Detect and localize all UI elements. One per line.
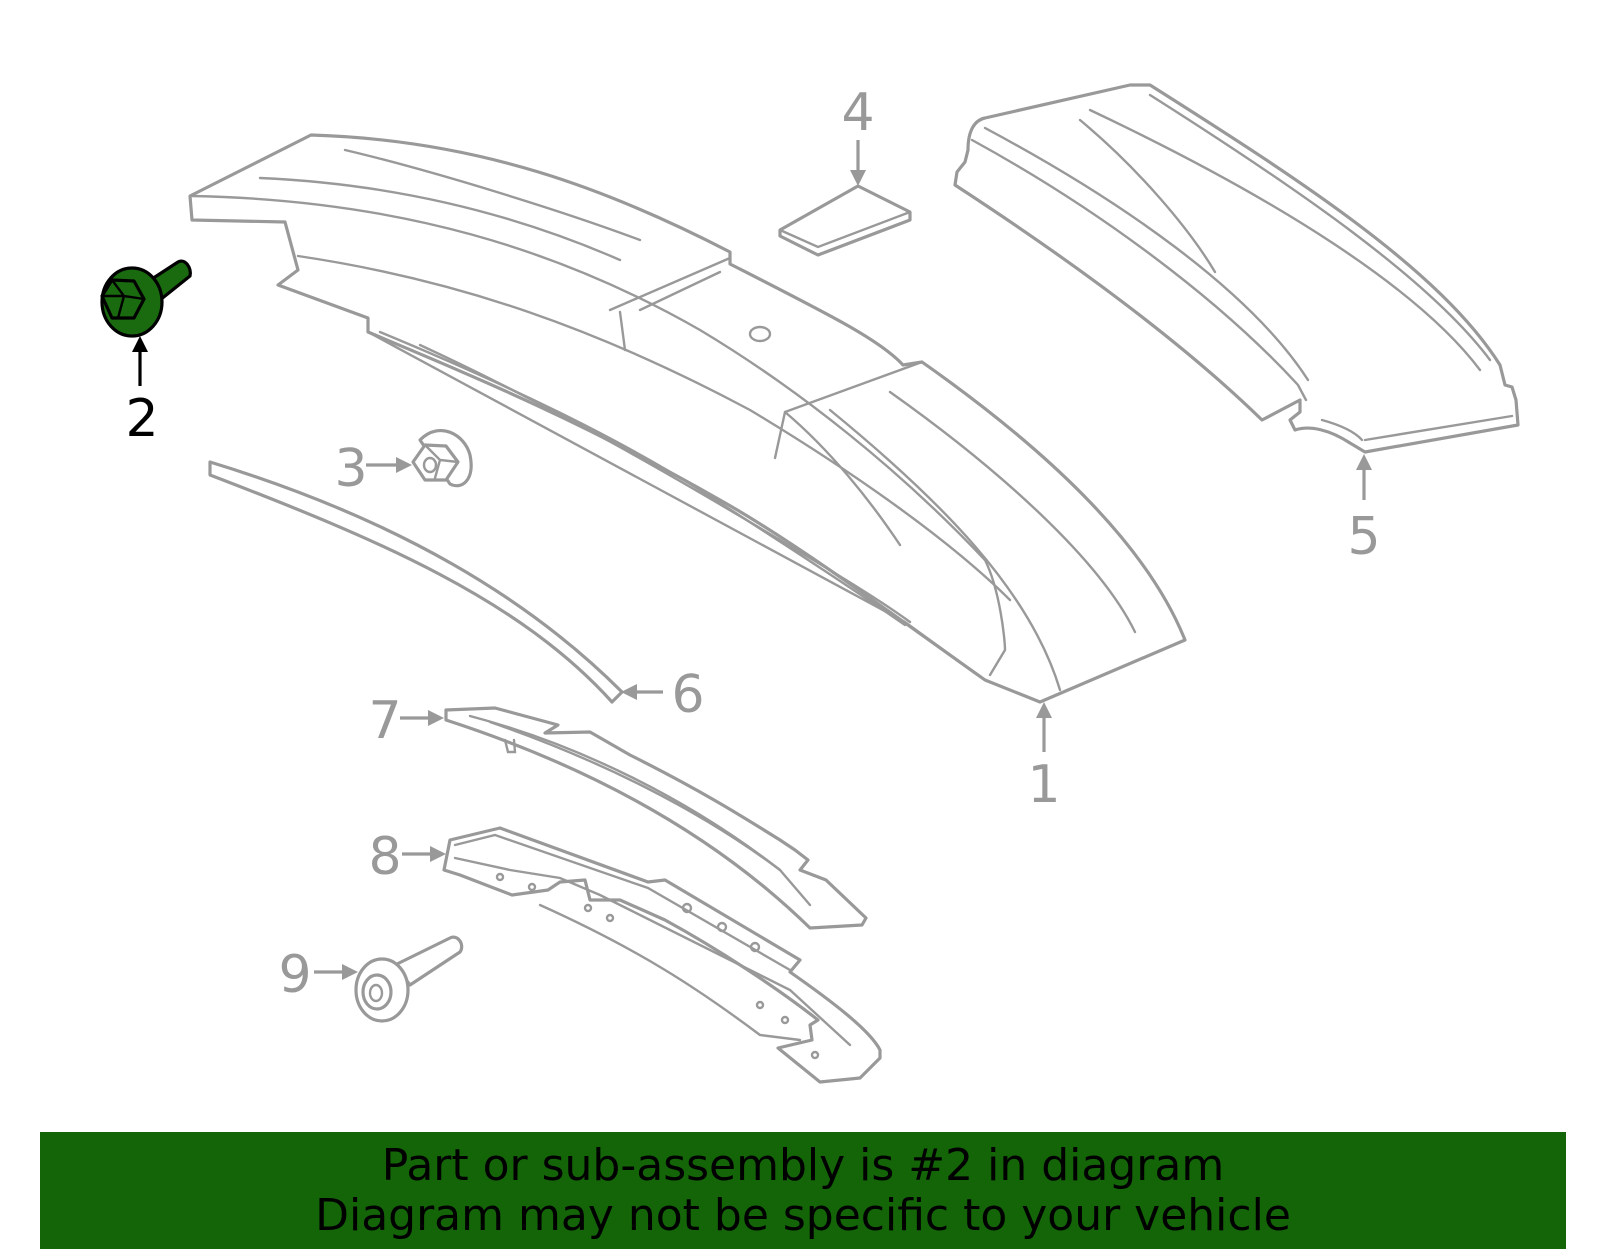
callout-arrow-9 — [314, 964, 358, 980]
part-1-spoiler[interactable] — [188, 133, 1187, 704]
callout-number-8: 8 — [368, 827, 401, 887]
callout-arrow-8 — [402, 846, 446, 862]
callout-arrow-5 — [1356, 454, 1372, 500]
part-4-pad[interactable] — [778, 184, 912, 257]
callout-number-2: 2 — [125, 389, 158, 449]
info-banner: Part or sub-assembly is #2 in diagram Di… — [40, 1132, 1566, 1249]
callout-number-5: 5 — [1347, 507, 1380, 567]
part-5-cover[interactable] — [953, 83, 1520, 454]
part-8-reinforcement[interactable] — [442, 826, 882, 1084]
callout-arrow-2 — [132, 336, 148, 386]
part-9-pushpin[interactable] — [354, 935, 464, 1023]
banner-line-disclaimer: Diagram may not be specific to your vehi… — [315, 1189, 1291, 1241]
part-3-nut[interactable] — [411, 428, 473, 488]
callout-arrow-7 — [400, 710, 444, 726]
callout-number-1: 1 — [1027, 755, 1060, 815]
callout-arrow-1 — [1036, 702, 1052, 752]
callout-arrow-3 — [366, 457, 412, 473]
part-6-weatherstrip[interactable] — [208, 460, 624, 704]
callout-arrow-6 — [621, 684, 663, 700]
callout-number-7: 7 — [368, 691, 401, 751]
part-7-bracket[interactable] — [444, 706, 868, 930]
callout-number-9: 9 — [278, 945, 311, 1005]
callout-arrow-4 — [850, 140, 866, 186]
part-2-bolt[interactable] — [100, 259, 192, 338]
callout-number-4: 4 — [841, 83, 874, 143]
callout-number-6: 6 — [671, 665, 704, 725]
callout-number-3: 3 — [334, 439, 367, 499]
banner-line-part: Part or sub-assembly is #2 in diagram — [381, 1139, 1225, 1191]
